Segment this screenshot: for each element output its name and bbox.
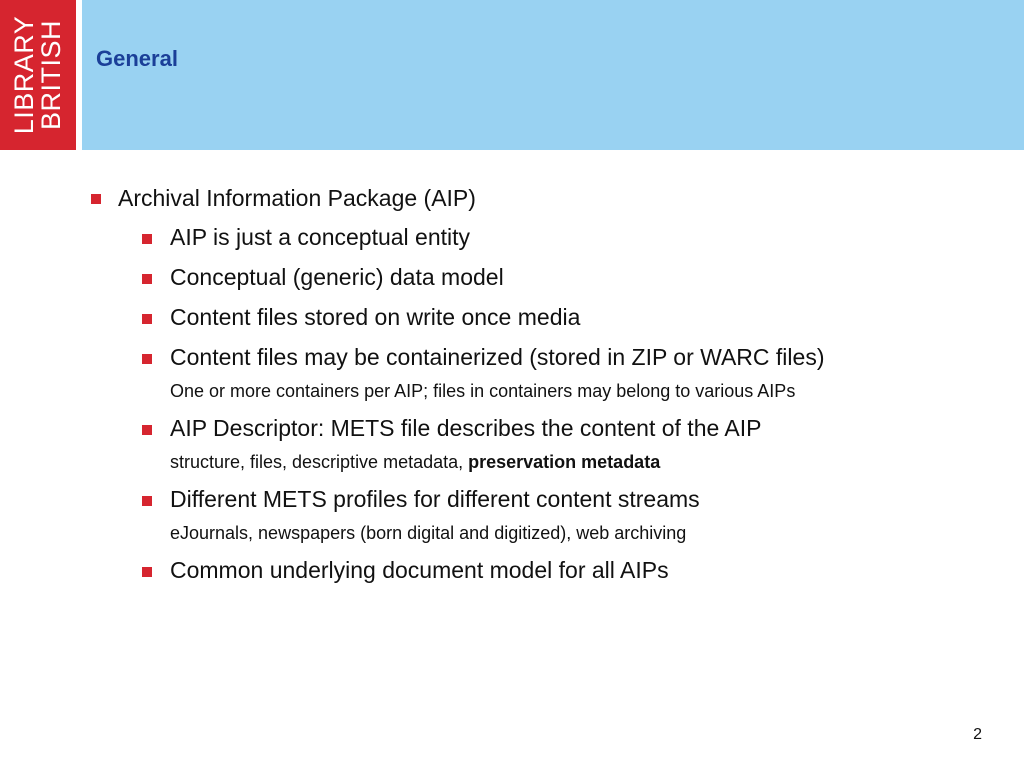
- square-bullet-icon: [142, 425, 152, 435]
- header-band: General: [82, 0, 1024, 150]
- logo-divider: [76, 0, 82, 150]
- sub-note-bold: preservation metadata: [468, 452, 661, 472]
- sub-bullet-text: AIP is just a conceptual entity: [170, 224, 471, 250]
- sub-note: structure, files, descriptive metadata, …: [88, 448, 938, 476]
- logo-line-library: LIBRARY: [9, 15, 39, 135]
- bullet-text: Archival Information Package (AIP): [118, 185, 476, 211]
- page-number: 2: [973, 726, 982, 743]
- square-bullet-icon: [91, 194, 101, 204]
- slide-content: Archival Information Package (AIP) AIP i…: [88, 184, 938, 587]
- square-bullet-icon: [142, 496, 152, 506]
- square-bullet-icon: [142, 234, 152, 244]
- logo-text: LIBRARY BRITISH: [9, 15, 66, 135]
- sub-bullet-text: Conceptual (generic) data model: [170, 264, 504, 290]
- sub-bullet-text: Different METS profiles for different co…: [170, 486, 700, 512]
- logo-line-british: BRITISH: [36, 20, 66, 131]
- sub-bullet-text: Common underlying document model for all…: [170, 557, 669, 583]
- square-bullet-icon: [142, 274, 152, 284]
- sub-bullet-text: Content files stored on write once media: [170, 304, 581, 330]
- sub-bullet-item: Common underlying document model for all…: [88, 553, 938, 587]
- sub-bullet-item: AIP Descriptor: METS file describes the …: [88, 411, 938, 445]
- square-bullet-icon: [142, 354, 152, 364]
- sub-bullet-item: Different METS profiles for different co…: [88, 482, 938, 516]
- sub-bullet-item: Content files may be containerized (stor…: [88, 340, 938, 374]
- sub-bullet-item: Conceptual (generic) data model: [88, 260, 938, 294]
- sub-note: One or more containers per AIP; files in…: [170, 381, 796, 401]
- british-library-logo: LIBRARY BRITISH: [0, 0, 76, 150]
- page-title: General: [96, 46, 178, 71]
- sub-bullet-item: AIP is just a conceptual entity: [88, 220, 938, 254]
- square-bullet-icon: [142, 314, 152, 324]
- bullet-item-aip: Archival Information Package (AIP): [88, 184, 938, 212]
- square-bullet-icon: [142, 567, 152, 577]
- sub-note: eJournals, newspapers (born digital and …: [170, 523, 687, 543]
- sub-note-text: structure, files, descriptive metadata,: [170, 452, 469, 472]
- sub-bullet-text: AIP Descriptor: METS file describes the …: [170, 415, 762, 441]
- sub-bullet-text: Content files may be containerized (stor…: [170, 344, 825, 370]
- sub-bullet-item: Content files stored on write once media: [88, 300, 938, 334]
